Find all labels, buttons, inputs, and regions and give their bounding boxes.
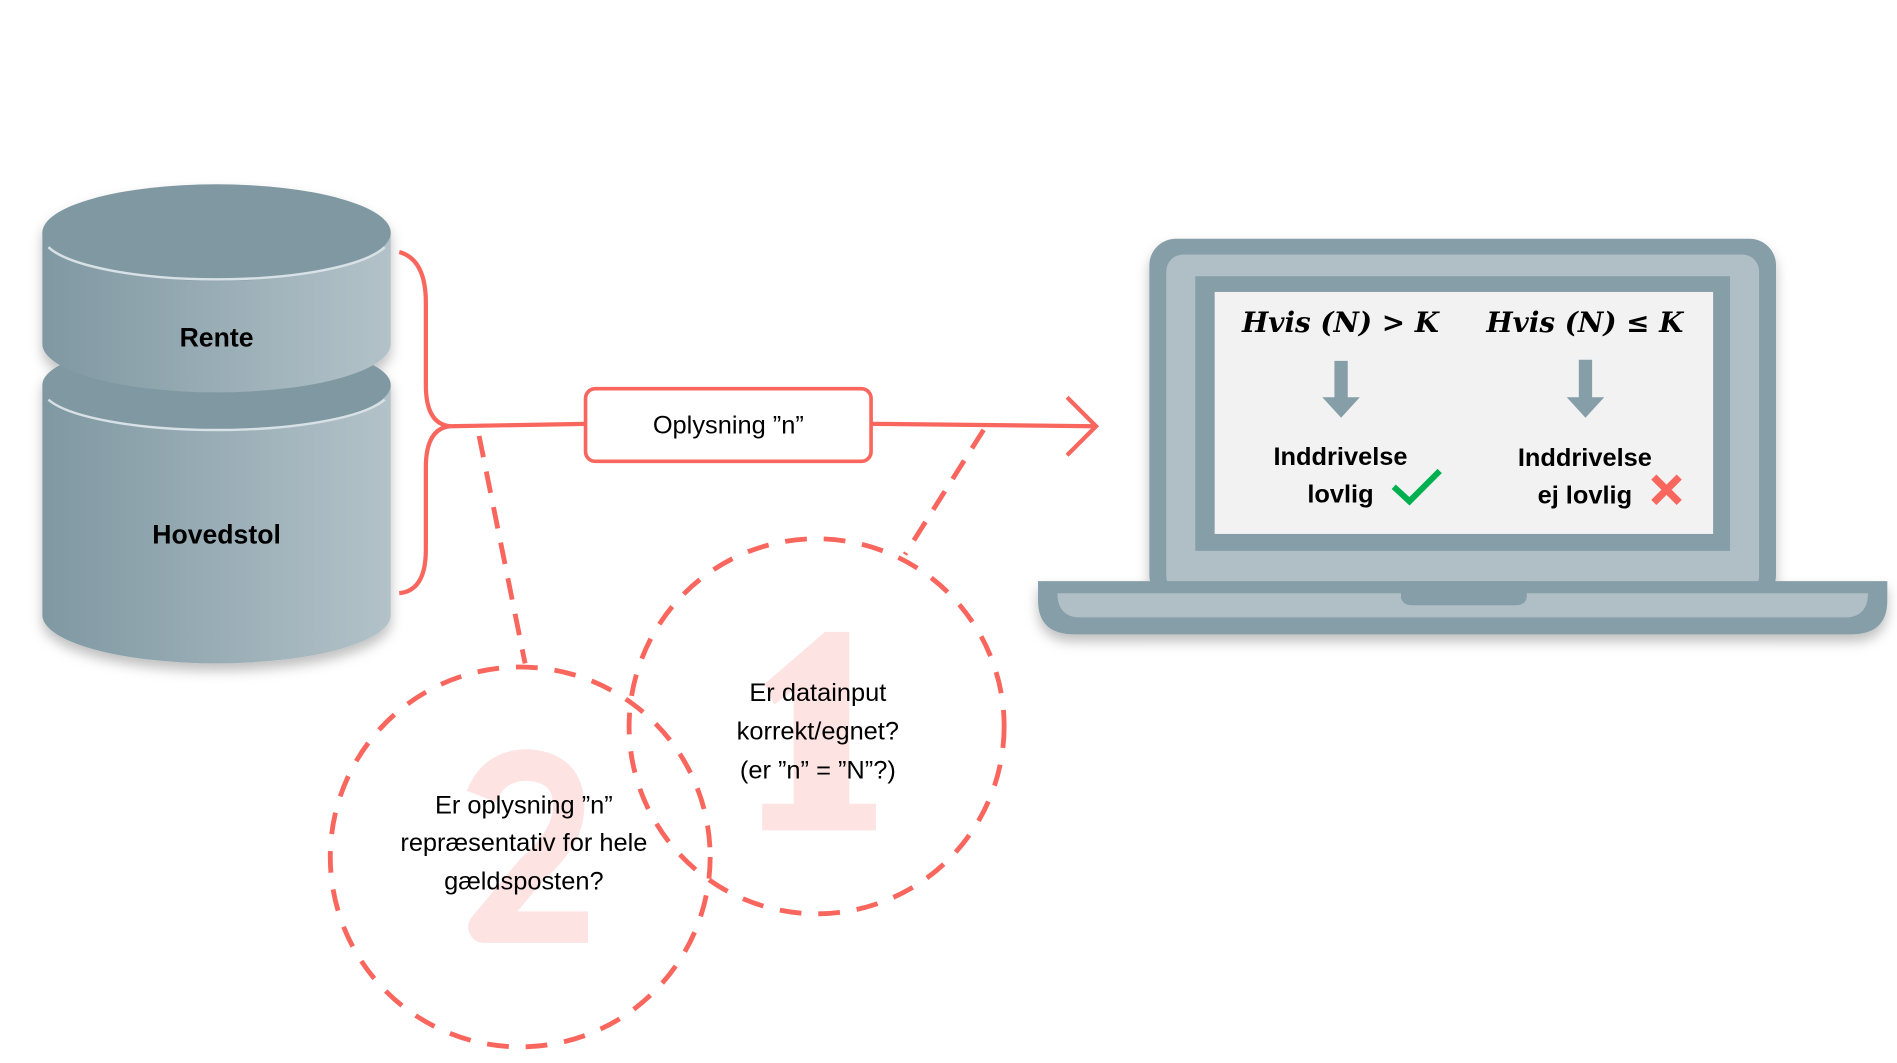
circle-2-line: gældsposten? — [444, 868, 604, 896]
circle-1-line: (er ”n” = ”N”?) — [740, 756, 896, 784]
cross-icon — [1651, 474, 1682, 506]
hovedstol-label: Hovedstol — [152, 520, 281, 550]
arrow-down-icon — [1566, 359, 1605, 418]
dashed-connector-1 — [902, 428, 986, 556]
laptop — [1038, 238, 1888, 635]
outcome-left-line: lovlig — [1307, 480, 1373, 508]
formula-right: Hvis (N) ≤ K — [1485, 306, 1685, 339]
circle-2-number-watermark — [466, 749, 588, 943]
circle-1: Er datainput korrekt/egnet? (er ”n” = ”N… — [626, 536, 1007, 917]
circle-1-line: Er datainput — [749, 679, 886, 707]
circle-2-line: Er oplysning ”n” — [435, 791, 613, 819]
rente-segment — [42, 184, 391, 393]
outcome-left-line: Inddrivelse — [1273, 443, 1407, 471]
outcome-right-line: Inddrivelse — [1518, 444, 1652, 472]
database-cylinder — [42, 184, 391, 664]
circle-1-number-watermark — [762, 631, 876, 831]
arrow-head-icon — [1065, 395, 1100, 457]
outcome-right: Hvis (N) ≤ K Inddrivelse ej lovlig — [1485, 306, 1685, 510]
check-icon — [1391, 468, 1442, 506]
dashed-connector-2 — [476, 435, 528, 664]
circle-1-line: korrekt/egnet? — [737, 718, 899, 746]
info-box-label: Oplysning ”n” — [653, 412, 804, 440]
connector-line — [450, 421, 586, 429]
circle-2-line: repræsentativ for hele — [400, 829, 647, 857]
outcome-right-line: ej lovlig — [1538, 482, 1633, 510]
formula-left: Hvis (N) > K — [1241, 306, 1441, 339]
circle-2: Er oplysning ”n” repræsentativ for hele … — [327, 664, 713, 1050]
arrow-line — [871, 421, 1094, 429]
outcome-left: Hvis (N) > K Inddrivelse lovlig — [1241, 306, 1442, 508]
info-box: Oplysning ”n” — [583, 386, 873, 464]
arrow-down-icon — [1322, 360, 1360, 418]
rente-label: Rente — [180, 322, 254, 352]
brace — [398, 249, 451, 596]
